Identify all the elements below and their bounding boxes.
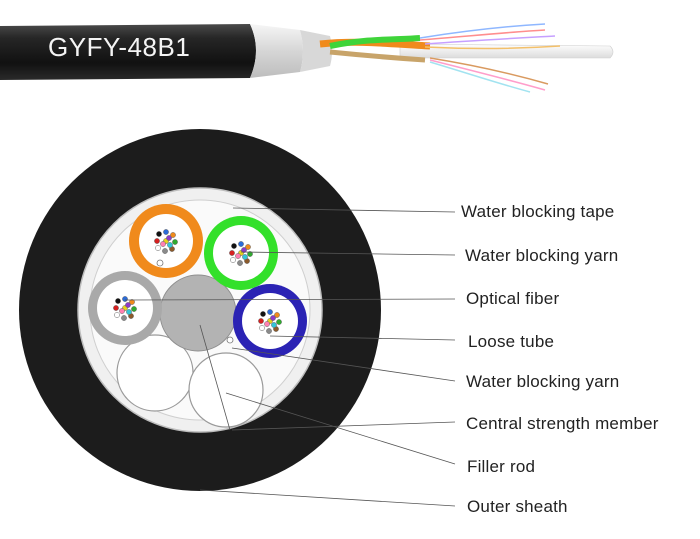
optical-fiber-core xyxy=(229,250,235,256)
label-loose-tube: Loose tube xyxy=(468,332,555,351)
optical-fiber-core xyxy=(172,239,178,245)
photo-tube-green xyxy=(329,35,421,49)
optical-fiber-core xyxy=(270,315,276,321)
optical-fiber-core xyxy=(260,311,266,317)
optical-fiber-core xyxy=(242,254,248,260)
optical-fiber-core xyxy=(154,238,160,244)
optical-fiber-core xyxy=(271,322,277,328)
optical-fiber-core xyxy=(238,241,244,247)
optical-fiber-core xyxy=(115,298,121,304)
optical-fiber-core xyxy=(156,231,162,237)
optical-fiber-core xyxy=(114,312,120,318)
cable-model-label: GYFY-48B1 xyxy=(48,32,191,62)
optical-fiber-core xyxy=(126,309,132,315)
photo-fiber xyxy=(419,23,546,39)
optical-fiber-core xyxy=(162,248,168,254)
optical-fiber-core xyxy=(129,299,135,305)
cable-drawing xyxy=(0,23,614,93)
optical-fiber-core xyxy=(166,235,172,241)
label-central-strength-member: Central strength member xyxy=(466,414,659,433)
label-water-blocking-yarn-inner: Water blocking yarn xyxy=(466,372,620,391)
label-optical-fiber: Optical fiber xyxy=(466,289,560,308)
photo-filler-rod xyxy=(399,43,614,59)
optical-fiber-core xyxy=(267,309,273,315)
optical-fiber-core xyxy=(122,296,128,302)
optical-fiber-core xyxy=(237,260,243,266)
filler-rod-right xyxy=(188,352,264,428)
cross-section-drawing xyxy=(19,129,456,507)
cross-section-diagram: Water blocking tape Water blocking yarn … xyxy=(0,110,700,534)
optical-fiber-core xyxy=(247,251,253,257)
label-outer-sheath: Outer sheath xyxy=(467,497,568,516)
photo-outer-sheath xyxy=(0,24,256,80)
optical-fiber-core xyxy=(170,232,176,238)
central-strength-member xyxy=(159,274,237,352)
optical-fiber-core xyxy=(231,243,237,249)
optical-fiber-core xyxy=(113,305,119,311)
optical-fiber-core xyxy=(241,247,247,253)
optical-fiber-core xyxy=(266,328,272,334)
optical-fiber-core xyxy=(125,302,131,308)
optical-fiber-core xyxy=(274,312,280,318)
optical-fiber-core xyxy=(167,242,173,248)
optical-fiber-core xyxy=(276,319,282,325)
label-water-blocking-yarn-outer: Water blocking yarn xyxy=(465,246,619,265)
optical-fiber-core xyxy=(259,325,265,331)
water-blocking-yarn-dot xyxy=(156,259,164,267)
optical-fiber-core xyxy=(258,318,264,324)
cable-photo: GYFY-48B1 xyxy=(0,0,700,110)
optical-fiber-core xyxy=(230,257,236,263)
optical-fiber-core xyxy=(163,229,169,235)
optical-fiber-core xyxy=(119,308,125,314)
leader-lines xyxy=(124,207,456,507)
optical-fiber-core xyxy=(235,253,241,259)
label-water-blocking-tape: Water blocking tape xyxy=(461,202,615,221)
photo-tape xyxy=(250,24,303,78)
label-filler-rod: Filler rod xyxy=(467,457,536,476)
optical-fiber-core xyxy=(131,306,137,312)
water-blocking-yarn-dot xyxy=(226,336,234,344)
optical-fiber-core xyxy=(121,315,127,321)
optical-fiber-bundles xyxy=(113,229,282,334)
optical-fiber-core xyxy=(264,321,270,327)
optical-fiber-core xyxy=(155,245,161,251)
optical-fiber-core xyxy=(160,241,166,247)
optical-fiber-core xyxy=(245,244,251,250)
